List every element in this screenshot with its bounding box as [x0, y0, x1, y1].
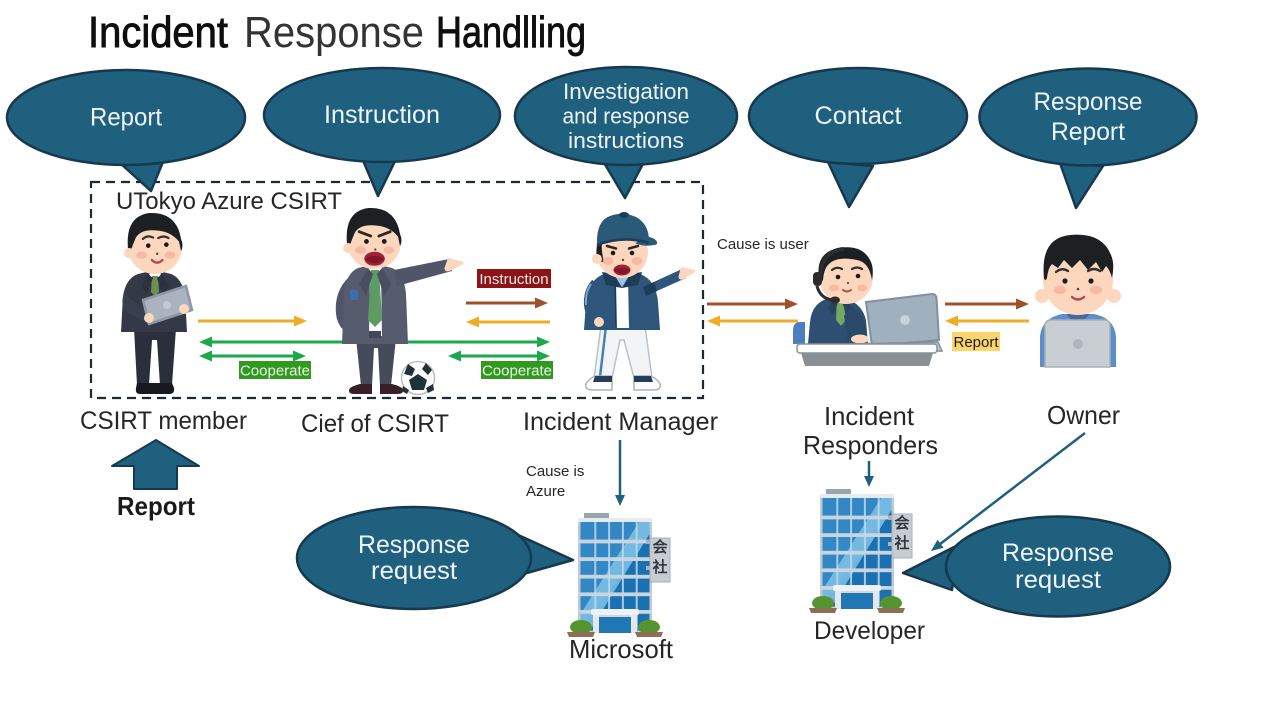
svg-text:Incident: Incident — [88, 8, 228, 57]
svg-text:Instruction: Instruction — [479, 271, 548, 288]
svg-text:Response: Response — [358, 531, 470, 559]
svg-text:Response: Response — [1002, 539, 1114, 567]
svg-text:Incident Manager: Incident Manager — [523, 408, 718, 436]
svg-text:Report: Report — [953, 334, 999, 351]
svg-text:Instruction: Instruction — [324, 101, 440, 129]
svg-text:Developer: Developer — [814, 617, 925, 645]
svg-text:会: 会 — [652, 538, 667, 556]
svg-text:instructions: instructions — [568, 128, 684, 153]
svg-text:Report: Report — [117, 491, 195, 521]
svg-text:Cooperate: Cooperate — [240, 363, 310, 380]
svg-text:社: 社 — [893, 534, 909, 552]
svg-text:Azure: Azure — [526, 483, 565, 500]
svg-text:Report: Report — [1051, 118, 1125, 146]
svg-text:Contact: Contact — [815, 102, 902, 130]
svg-text:UTokyo Azure CSIRT: UTokyo Azure CSIRT — [116, 188, 342, 215]
svg-text:Cief of CSIRT: Cief of CSIRT — [301, 410, 449, 438]
svg-text:会: 会 — [894, 514, 909, 532]
svg-text:社: 社 — [651, 558, 667, 576]
svg-text:Owner: Owner — [1047, 400, 1120, 430]
svg-text:Investigation: Investigation — [563, 79, 689, 104]
svg-text:Report: Report — [90, 104, 162, 132]
svg-text:Cooperate: Cooperate — [482, 363, 552, 380]
svg-text:Cause is user: Cause is user — [717, 236, 809, 253]
svg-text:Microsoft: Microsoft — [569, 634, 674, 664]
svg-text:Response: Response — [1034, 88, 1143, 116]
svg-text:Cause is: Cause is — [526, 463, 584, 480]
svg-text:request: request — [1015, 566, 1101, 594]
svg-text:Incident: Incident — [824, 401, 915, 431]
svg-text:Response: Response — [244, 8, 424, 57]
svg-text:and response: and response — [563, 104, 690, 129]
svg-text:Handlling: Handlling — [436, 8, 586, 57]
svg-text:request: request — [371, 557, 457, 585]
svg-text:CSIRT member: CSIRT member — [80, 407, 247, 435]
svg-text:Responders: Responders — [803, 430, 938, 460]
